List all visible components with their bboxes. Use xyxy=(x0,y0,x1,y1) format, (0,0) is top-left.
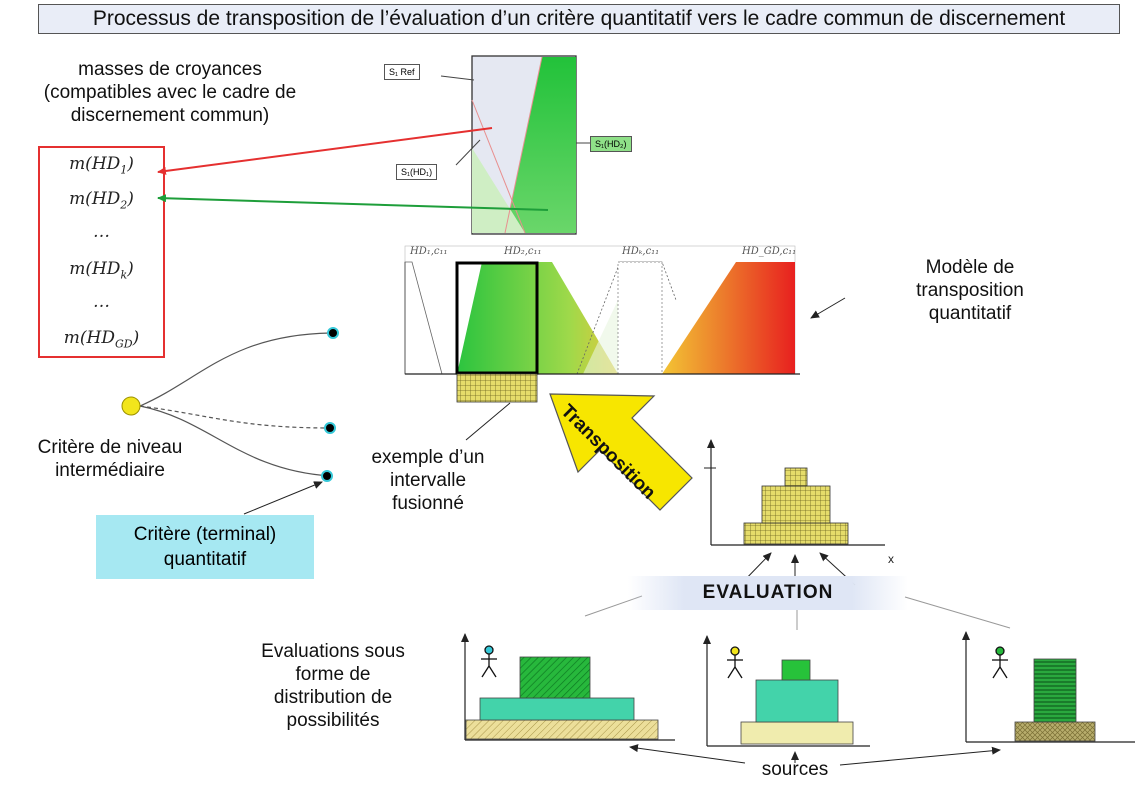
mass-arrow-red xyxy=(157,127,493,175)
stick-figure-icon xyxy=(727,646,743,679)
criterion-tree xyxy=(121,327,339,515)
leaf-node xyxy=(324,422,336,434)
source-distribution-3 xyxy=(962,631,1135,743)
quantitative-model xyxy=(404,245,800,403)
terminal-criterion-line: quantitatif xyxy=(163,549,247,570)
interval-caption-line: intervalle xyxy=(389,470,467,491)
mass-item: m(HD1) xyxy=(69,154,134,177)
evaluation-label: EVALUATION xyxy=(628,576,908,610)
model-caption-line: transposition xyxy=(916,280,1024,301)
agg-axis-x-label: x xyxy=(888,552,894,566)
terminal-criterion-box: Critère (terminal) quantitatif xyxy=(96,515,314,579)
model-caption-line: Modèle de xyxy=(925,257,1015,278)
intermediate-criterion-line: intermédiaire xyxy=(55,460,165,481)
interval-caption-line: fusionné xyxy=(392,493,464,514)
hd-label: HD₁,c₁₁ xyxy=(410,246,448,257)
hd-label: HDₖ,c₁₁ xyxy=(622,246,660,257)
transposition-arrow: Transposition xyxy=(549,393,693,511)
evaluations-caption-line: forme de xyxy=(295,664,371,685)
beliefs-heading-line: discernement commun) xyxy=(70,105,270,126)
leaf-node xyxy=(321,470,333,482)
hd-label: HD₂,c₁₁ xyxy=(504,246,542,257)
evaluations-caption-line: possibilités xyxy=(286,710,380,731)
belief-masses-box: m(HD1) m(HD2) … m(HDk) … m(HDGD) xyxy=(38,146,165,358)
source-distribution-2 xyxy=(703,635,870,747)
evaluations-caption: Evaluations sous forme de distribution d… xyxy=(228,640,438,732)
evaluations-caption-line: Evaluations sous xyxy=(261,641,405,662)
interval-caption: exemple d’un intervalle fusionné xyxy=(348,446,508,515)
beliefs-heading: masses de croyances (compatibles avec le… xyxy=(20,58,320,127)
stick-figure-icon xyxy=(481,645,497,678)
source-distribution-1 xyxy=(461,633,675,741)
intermediate-criterion-label: Critère de niveau intermédiaire xyxy=(5,436,215,482)
stick-figure-icon xyxy=(992,646,1008,679)
transposition-top-panel xyxy=(440,55,590,235)
sources-label: sources xyxy=(761,759,829,780)
mass-arrow-green xyxy=(157,194,549,211)
mass-item: m(HDk) xyxy=(69,259,134,282)
model-caption-line: quantitatif xyxy=(928,303,1012,324)
interval-caption-line: exemple d’un xyxy=(371,447,485,468)
beliefs-heading-line: (compatibles avec le cadre de xyxy=(43,82,297,103)
mass-item: … xyxy=(93,222,110,242)
model-caption: Modèle de transposition quantitatif xyxy=(870,256,1070,325)
beliefs-heading-line: masses de croyances xyxy=(78,59,262,80)
terminal-criterion-line: Critère (terminal) xyxy=(133,524,277,545)
tag-s1-ref: S₁ Ref xyxy=(384,64,420,80)
tag-s1-hd1: S₁(HD₁) xyxy=(396,164,438,180)
evaluations-caption-line: distribution de xyxy=(273,687,393,708)
fused-interval-block xyxy=(456,373,538,403)
mass-item: m(HD2) xyxy=(69,189,134,212)
leaf-node xyxy=(327,327,339,339)
intermediate-node xyxy=(121,396,141,416)
mass-item: … xyxy=(93,292,110,312)
intermediate-criterion-line: Critère de niveau xyxy=(37,437,183,458)
aggregated-distribution: x xyxy=(704,439,894,566)
mass-item: m(HDGD) xyxy=(63,328,140,351)
page-title: Processus de transposition de l’évaluati… xyxy=(38,4,1120,34)
hd-label: HD_GD,c₁₁ xyxy=(742,246,797,257)
tag-s1-hd2: S₁(HD₂) xyxy=(590,136,632,152)
